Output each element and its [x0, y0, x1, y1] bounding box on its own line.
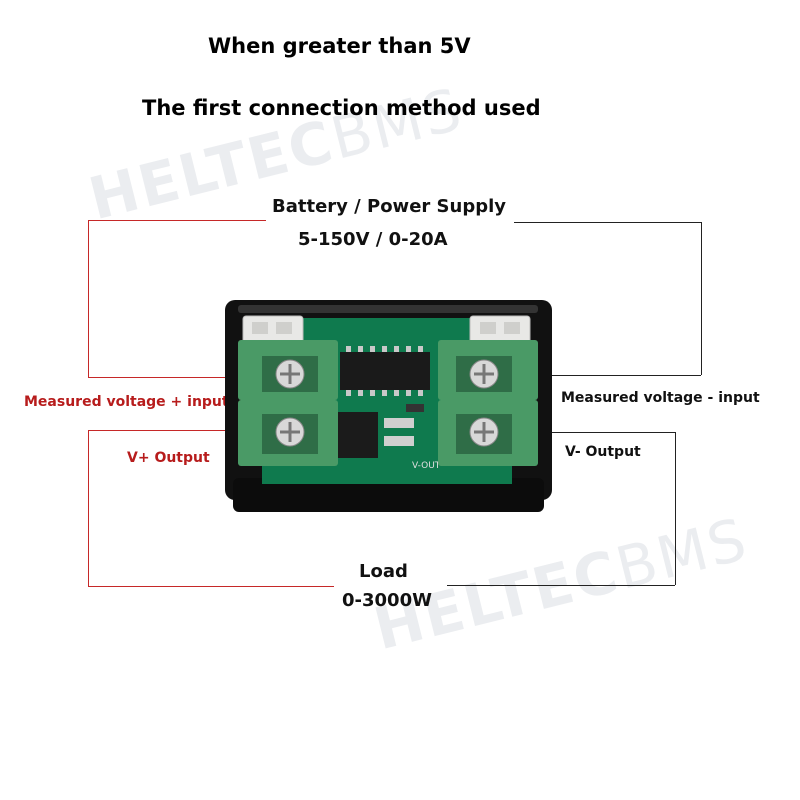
wire-left-lower	[88, 430, 89, 586]
case-bottom	[233, 478, 544, 512]
right-measured-input-label: Measured voltage - input	[561, 390, 760, 406]
wire-bottom-left	[88, 586, 334, 587]
supply-label: Battery / Power Supply	[272, 196, 506, 217]
wire-left-upper-horizontal	[88, 377, 238, 378]
wire-top-left	[88, 220, 266, 221]
left-measured-input-label: Measured voltage + input	[24, 394, 229, 410]
wire-right-lower	[675, 432, 676, 585]
heading-line1: When greater than 5V	[208, 34, 471, 58]
silkscreen-vout: V-OUT	[412, 461, 441, 471]
heading-line2: The first connection method used	[142, 96, 541, 120]
wire-bottom-right	[447, 585, 675, 586]
terminal-top-left	[238, 340, 338, 400]
wire-right-lower-horizontal	[548, 432, 675, 433]
wire-right-upper-horizontal	[548, 375, 701, 376]
load-label: Load	[359, 561, 408, 582]
terminal-bottom-left	[238, 400, 338, 466]
right-output-label: V- Output	[565, 444, 641, 460]
left-output-label: V+ Output	[127, 450, 210, 466]
wire-left-upper	[88, 220, 89, 377]
wire-right-upper	[701, 222, 702, 375]
wire-top-right	[514, 222, 701, 223]
ic-chip	[340, 352, 430, 390]
terminal-bottom-right	[438, 400, 538, 466]
mosfet	[338, 412, 378, 458]
wire-left-lower-horizontal	[88, 430, 238, 431]
terminal-top-right	[438, 340, 538, 400]
supply-rating: 5-150V / 0-20A	[298, 229, 448, 250]
case-highlight	[238, 305, 538, 313]
load-rating: 0-3000W	[342, 590, 432, 611]
